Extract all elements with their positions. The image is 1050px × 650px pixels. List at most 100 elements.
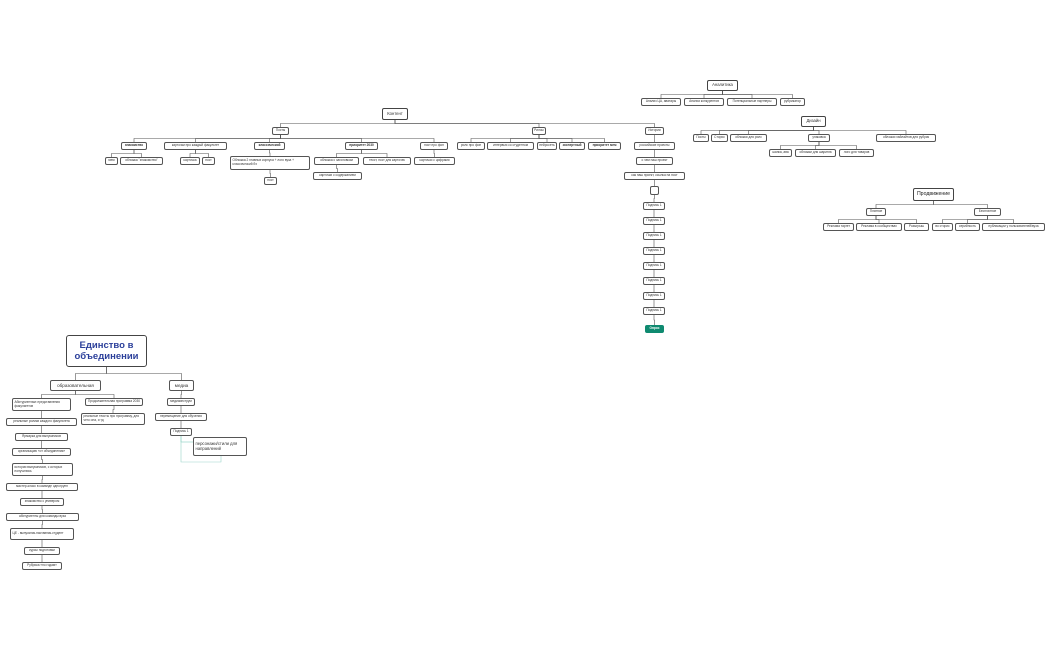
node-reels-expert[interactable]: экспертный (559, 142, 585, 150)
node-post-acquaintance[interactable]: знакомство (121, 142, 147, 150)
node-post-acquaintance-cover[interactable]: обложка "знакомство" (120, 157, 163, 165)
connector-n-de (700, 127, 814, 134)
node-edu-program-texts[interactable]: реальные тексты про программу, для чего … (81, 413, 145, 425)
node-design-highlights[interactable]: обложки хайлайтов для рубрик (876, 134, 936, 142)
connector-n-po (133, 135, 281, 142)
node-stories-page-7[interactable]: Подпись 1 (643, 292, 665, 300)
node-post-classic[interactable]: классический (254, 142, 285, 150)
node-unity-media[interactable]: медиа (169, 380, 194, 391)
connector-n-de3 (780, 142, 820, 149)
node-design-posts[interactable]: Посты (693, 134, 709, 142)
node-media-tools[interactable]: медиаинструм (167, 398, 195, 406)
connector-n-an (722, 91, 753, 98)
node-edu-faculty-videos[interactable]: реальные ролики каждого факультета (6, 418, 77, 426)
node-post-number-cards[interactable]: карточки с цифрами (414, 157, 455, 165)
node-stories-page-2[interactable]: Подпись 1 (643, 217, 665, 225)
node-post-classic-leaf[interactable]: пост (264, 177, 277, 185)
node-promotion-giveaway[interactable]: Розыгрыш (904, 223, 929, 231)
node-promotion-stories[interactable]: во сторис (932, 223, 953, 231)
node-stories-page-8[interactable]: Подпись 1 (643, 307, 665, 315)
node-promotion[interactable]: Продвижение (913, 188, 954, 201)
node-promotion-free[interactable]: Бесплатное (974, 208, 1001, 216)
node-edu-masterclass[interactable]: мастер-класс в команде одногрупп (6, 483, 78, 491)
node-stories-poll[interactable]: Опрос (645, 325, 664, 333)
node-promotion-target-ads[interactable]: Реклама таргет (823, 223, 854, 231)
node-edu-mentor-student[interactable]: ЦЕ - выпускник-наставник-студент (10, 528, 74, 540)
node-posts[interactable]: Посты (272, 127, 289, 135)
node-stories-page-3[interactable]: Подпись 1 (643, 232, 665, 240)
node-media-learning[interactable]: перемещение для обучения (155, 413, 207, 421)
node-post-faculty-cards[interactable]: карточки про каждый факультет (164, 142, 227, 150)
node-design-product-logo[interactable]: лого для товаров (839, 149, 874, 157)
connector-n-ed (41, 391, 76, 398)
node-post-priority-2030[interactable]: приоритет 2030 (345, 142, 378, 150)
node-edu-applicants-team[interactable]: абитуриенты для команды вуза (6, 513, 79, 521)
node-analytics[interactable]: Аналитика (707, 80, 738, 91)
connector-n-de (813, 127, 820, 134)
node-unity-root[interactable]: Единство в объединении (66, 335, 147, 367)
node-stories-russian-projects[interactable]: российские проекты (634, 142, 675, 150)
node-analytics-competitors[interactable]: Анализ конкурентов (684, 98, 724, 106)
node-post-cards-text[interactable]: текст, пост для карточек (363, 157, 411, 165)
node-post-classic-cover[interactable]: Обложка 2 главных корпуса + лого вуза + … (230, 156, 310, 170)
node-edu-graduate-fair[interactable]: Ярмаркa для выпускников (15, 433, 68, 441)
node-stories-page-1[interactable]: Подпись 1 (643, 202, 665, 210)
connector-n-ed (75, 391, 115, 398)
node-stories-empty[interactable] (650, 186, 659, 195)
node-promotion-community-ads[interactable]: Реклама в сообществах (856, 223, 902, 231)
node-post-meme[interactable]: мем (105, 157, 118, 165)
node-stories[interactable]: Истории (645, 127, 664, 135)
node-promotion-series[interactable]: серийность (955, 223, 980, 231)
node-stories-page-6[interactable]: Подпись 1 (643, 277, 665, 285)
node-stories-project-link[interactable]: как наш проект, ссылка на пост (624, 172, 685, 180)
node-promotion-paid[interactable]: Платное (866, 208, 886, 216)
node-post-about-fund[interactable]: пост про фон (420, 142, 448, 150)
node-edu-by-years[interactable]: Рубрика «по годам» (22, 562, 62, 570)
connector-n-de3 (815, 142, 820, 149)
connector-n-pp (875, 216, 880, 223)
node-design-packaging[interactable]: упаковка (808, 134, 830, 142)
node-edu-union-organization[interactable]: организацию «от объединения» (12, 448, 71, 456)
node-analytics-partners[interactable]: Потенциальные партнеры (727, 98, 777, 106)
node-content[interactable]: Контент (382, 108, 408, 120)
node-reels-priority-meme[interactable]: приоритет мем (588, 142, 621, 150)
connector-n-de (719, 127, 814, 134)
node-design[interactable]: Дизайн (801, 116, 826, 127)
connector-n-e3 (41, 456, 43, 463)
node-reels[interactable]: Рилсы (532, 127, 546, 135)
connector-n-g3 (361, 150, 388, 157)
connector-n-g3 (336, 150, 362, 157)
node-stories-page-5[interactable]: Подпись 1 (643, 262, 665, 270)
node-analytics-rubricator[interactable]: рубрикатор (780, 98, 805, 106)
connector-n-root (75, 367, 107, 380)
node-post-title-cover[interactable]: обложка с заголовком (314, 157, 359, 165)
node-stories-page-4[interactable]: Подпись 1 (643, 247, 665, 255)
node-design-stories[interactable]: Сторис (711, 134, 728, 142)
connector-n-g4 (433, 150, 435, 157)
node-edu-program-2030[interactable]: Продолжительная программа 2030 (85, 398, 143, 406)
node-media-caption[interactable]: Подпись 1 (170, 428, 192, 436)
connector-n-po (195, 135, 281, 142)
node-design-reels-covers[interactable]: обложки для рилс (730, 134, 767, 142)
node-edu-prep-courses[interactable]: курсы подготовки (24, 547, 60, 555)
node-stories-about-project[interactable]: о чем наш проект (636, 157, 673, 165)
node-reels-interview[interactable]: интервью со студентом (487, 142, 534, 150)
node-post-card[interactable]: карточка (180, 157, 200, 165)
node-media-characters-note[interactable]: персонажи/стили для направлений (193, 437, 247, 456)
connector-n-pr (933, 201, 988, 208)
node-post-content-cards[interactable]: карточки с содержанием (313, 172, 362, 180)
node-promotion-user-posts[interactable]: публикации у пользователей/вуза (982, 223, 1045, 231)
node-edu-faculty-presentations[interactable]: Абитуриентам: представления факультетов (12, 398, 71, 411)
node-reels-neural[interactable]: нейросеть (537, 142, 557, 150)
node-post-post[interactable]: пост (202, 157, 215, 165)
connector-n-g2a (269, 170, 271, 177)
node-edu-graduate-stories[interactable]: истории выпускников, с которых получилис… (12, 463, 73, 476)
node-design-header-avatar[interactable]: шапка, ава (769, 149, 792, 157)
node-reels-fund[interactable]: рилс про фон (457, 142, 485, 150)
node-analytics-audience[interactable]: Анализ ЦА, аватары (641, 98, 681, 106)
connector-n-re (538, 135, 605, 142)
node-unity-educational[interactable]: образовательная (50, 380, 101, 391)
node-design-share-covers[interactable]: обложки для шаринга (795, 149, 836, 157)
node-edu-meet-university[interactable]: знакомство с универом (20, 498, 64, 506)
connector-n-an (660, 91, 723, 98)
